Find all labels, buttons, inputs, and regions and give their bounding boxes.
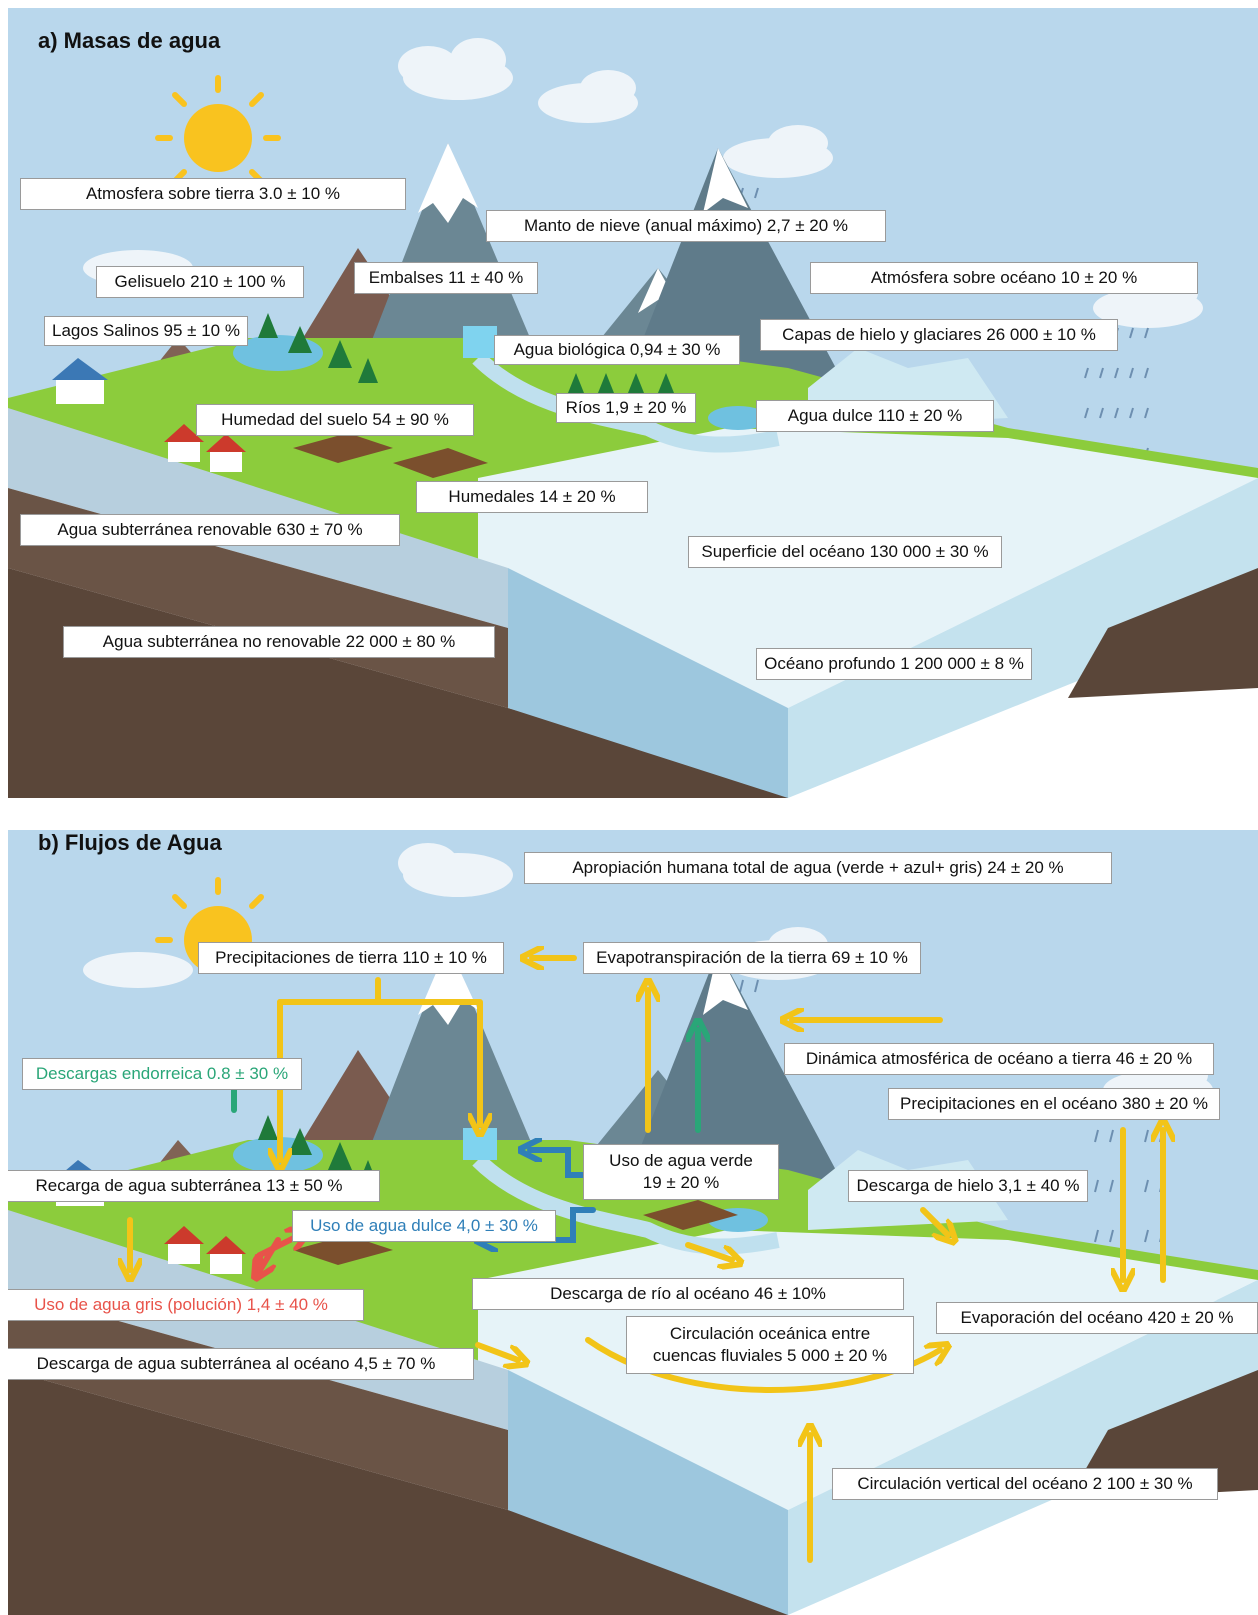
label-precipitaciones-oceano: Precipitaciones en el océano 380 ± 20 % <box>888 1088 1220 1120</box>
label-superficie-oceano: Superficie del océano 130 000 ± 30 % <box>688 536 1002 568</box>
arrow-groundwater-ocean <box>475 1342 518 1360</box>
arrow-river-discharge <box>685 1242 732 1260</box>
arrow-freshwater-use <box>530 1150 589 1178</box>
arrow-ice-discharge <box>920 1207 948 1235</box>
label-oceano-profundo: Océano profundo 1 200 000 ± 8 % <box>756 648 1032 680</box>
label-uso-agua-dulce: Uso de agua dulce 4,0 ± 30 % <box>292 1210 556 1242</box>
panel-b-title: b) Flujos de Agua <box>38 830 222 855</box>
label-embalses: Embalses 11 ± 40 % <box>354 262 538 294</box>
deep-ocean <box>508 1370 788 1615</box>
tree-icons <box>258 313 674 393</box>
bedrock <box>8 568 788 798</box>
label-atmosfera-oceano: Atmósfera sobre océano 10 ± 20 % <box>810 262 1198 294</box>
panel-a-title: a) Masas de agua <box>38 28 221 53</box>
label-descarga-subterranea-oceano: Descarga de agua subterránea al océano 4… <box>8 1348 474 1380</box>
crop-fields <box>293 1200 738 1265</box>
label-agua-biologica: Agua biológica 0,94 ± 30 % <box>494 335 740 365</box>
label-humedad-suelo: Humedad del suelo 54 ± 90 % <box>196 404 474 436</box>
label-apropiacion: Apropiación humana total de agua (verde … <box>524 852 1112 884</box>
bedrock <box>8 1370 788 1615</box>
label-circulacion-vertical: Circulación vertical del océano 2 100 ± … <box>832 1468 1218 1500</box>
label-circulacion-cuencas-line2: cuencas fluviales 5 000 ± 20 % <box>652 1346 888 1365</box>
house-icons <box>52 358 246 472</box>
sun-icon <box>155 75 281 201</box>
label-agua-dulce: Agua dulce 110 ± 20 % <box>756 400 994 432</box>
label-uso-agua-verde: Uso de agua verde 19 ± 20 % <box>583 1144 779 1200</box>
label-uso-agua-verde-line2: 19 ± 20 % <box>642 1173 720 1192</box>
label-subterranea-renovable: Agua subterránea renovable 630 ± 70 % <box>20 514 400 546</box>
dam-icon <box>463 326 497 358</box>
label-precipitaciones-tierra: Precipitaciones de tierra 110 ± 10 % <box>198 942 504 974</box>
label-atmosfera-tierra: Atmosfera sobre tierra 3.0 ± 10 % <box>20 178 406 210</box>
label-manto-nieve: Manto de nieve (anual máximo) 2,7 ± 20 % <box>486 210 886 242</box>
label-descarga-rio: Descarga de río al océano 46 ± 10% <box>472 1278 904 1310</box>
ocean-surface <box>478 428 1258 708</box>
label-gelisuelo: Gelisuelo 210 ± 100 % <box>96 266 304 298</box>
label-descargas-endorreica: Descargas endorreica 0.8 ± 30 % <box>22 1058 302 1090</box>
deep-ocean <box>508 568 788 798</box>
label-evapotranspiracion: Evapotranspiración de la tierra 69 ± 10 … <box>583 942 921 974</box>
label-lagos-salinos: Lagos Salinos 95 ± 10 % <box>44 316 248 346</box>
label-rios: Ríos 1,9 ± 20 % <box>556 393 696 423</box>
label-circulacion-cuencas: Circulación oceánica entre cuencas fluvi… <box>626 1316 914 1374</box>
label-recarga-subterranea: Recarga de agua subterránea 13 ± 50 % <box>8 1170 380 1202</box>
label-subterranea-no-renovable: Agua subterránea no renovable 22 000 ± 8… <box>63 626 495 658</box>
panel-water-flows: b) Flujos de Agua Apropiación humana tot… <box>8 830 1258 1615</box>
dam-icon <box>463 1128 497 1160</box>
label-uso-agua-gris: Uso de agua gris (polución) 1,4 ± 40 % <box>8 1289 364 1321</box>
label-uso-agua-verde-line1: Uso de agua verde <box>609 1151 753 1170</box>
crop-fields <box>293 433 488 478</box>
label-dinamica-atmosferica: Dinámica atmosférica de océano a tierra … <box>784 1043 1214 1075</box>
label-capas-hielo: Capas de hielo y glaciares 26 000 ± 10 % <box>760 319 1118 351</box>
label-circulacion-cuencas-line1: Circulación oceánica entre <box>669 1324 871 1343</box>
label-descarga-hielo: Descarga de hielo 3,1 ± 40 % <box>848 1170 1088 1202</box>
label-humedales: Humedales 14 ± 20 % <box>416 481 648 513</box>
label-evaporacion-oceano: Evaporación del océano 420 ± 20 % <box>936 1302 1258 1334</box>
panel-water-masses: a) Masas de agua Atmosfera sobre tierra … <box>8 8 1258 798</box>
arrow-precipitation-land <box>277 977 480 1163</box>
